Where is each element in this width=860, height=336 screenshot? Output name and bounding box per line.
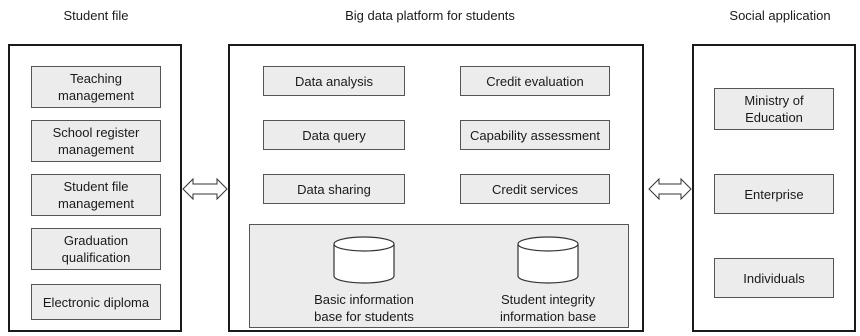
data-analysis-box: Data analysis — [263, 66, 405, 96]
capability-assessment-box: Capability assessment — [460, 120, 610, 150]
basic-information-base-label: Basic information base for students — [314, 292, 414, 324]
school-register-management-box: School register management — [31, 120, 161, 162]
big-data-platform-panel: Data analysis Credit evaluation Data que… — [228, 44, 644, 332]
student-file-management-box: Student file management — [31, 174, 161, 216]
basic-information-database-icon — [333, 236, 395, 284]
credit-services-box: Credit services — [460, 174, 610, 204]
individuals-box: Individuals — [714, 258, 834, 298]
data-query-box: Data query — [263, 120, 405, 150]
teaching-management-box: Teaching management — [31, 66, 161, 108]
database-area: Basic information base for students Stud… — [249, 224, 629, 328]
right-bidirectional-arrow — [648, 177, 692, 201]
student-file-heading: Student file — [63, 8, 129, 23]
graduation-qualification-box: Graduation qualification — [31, 228, 161, 270]
ministry-of-education-box: Ministry of Education — [714, 88, 834, 130]
student-file-panel: Teaching management School register mana… — [8, 44, 182, 332]
platform-heading: Big data platform for students — [345, 8, 515, 23]
social-application-panel: Ministry of Education Enterprise Individ… — [692, 44, 856, 332]
data-sharing-box: Data sharing — [263, 174, 405, 204]
social-application-heading: Social application — [729, 8, 831, 23]
electronic-diploma-box: Electronic diploma — [31, 284, 161, 320]
student-integrity-base-label: Student integrity information base — [499, 292, 597, 324]
student-integrity-database-icon — [517, 236, 579, 284]
enterprise-box: Enterprise — [714, 174, 834, 214]
left-bidirectional-arrow — [182, 177, 228, 201]
credit-evaluation-box: Credit evaluation — [460, 66, 610, 96]
